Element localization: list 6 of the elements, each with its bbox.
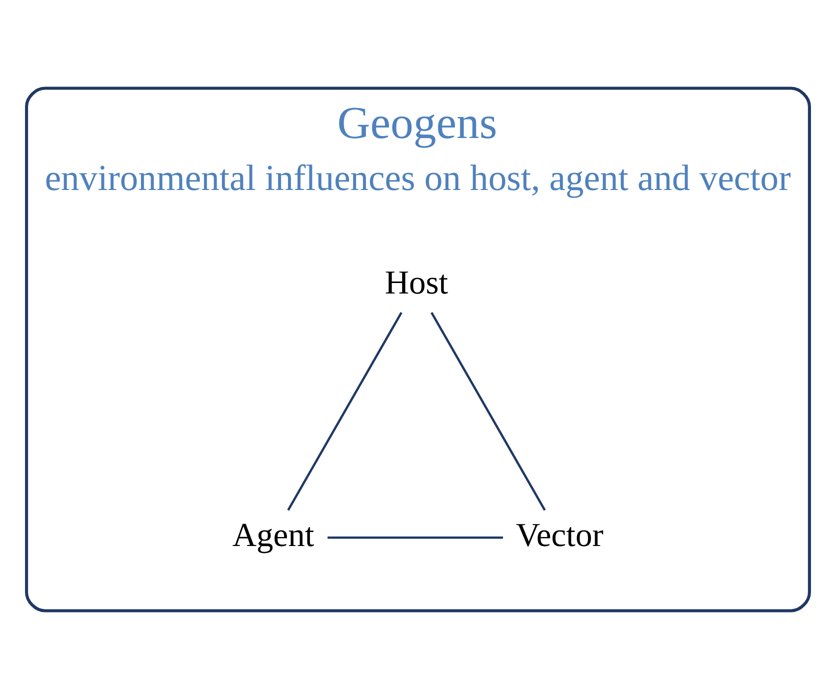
node-text: Agent — [232, 516, 314, 554]
connector — [287, 311, 402, 510]
node-text: Host — [384, 264, 448, 301]
connector — [328, 536, 503, 538]
connector — [430, 311, 546, 510]
node-text: Vector — [516, 516, 604, 554]
